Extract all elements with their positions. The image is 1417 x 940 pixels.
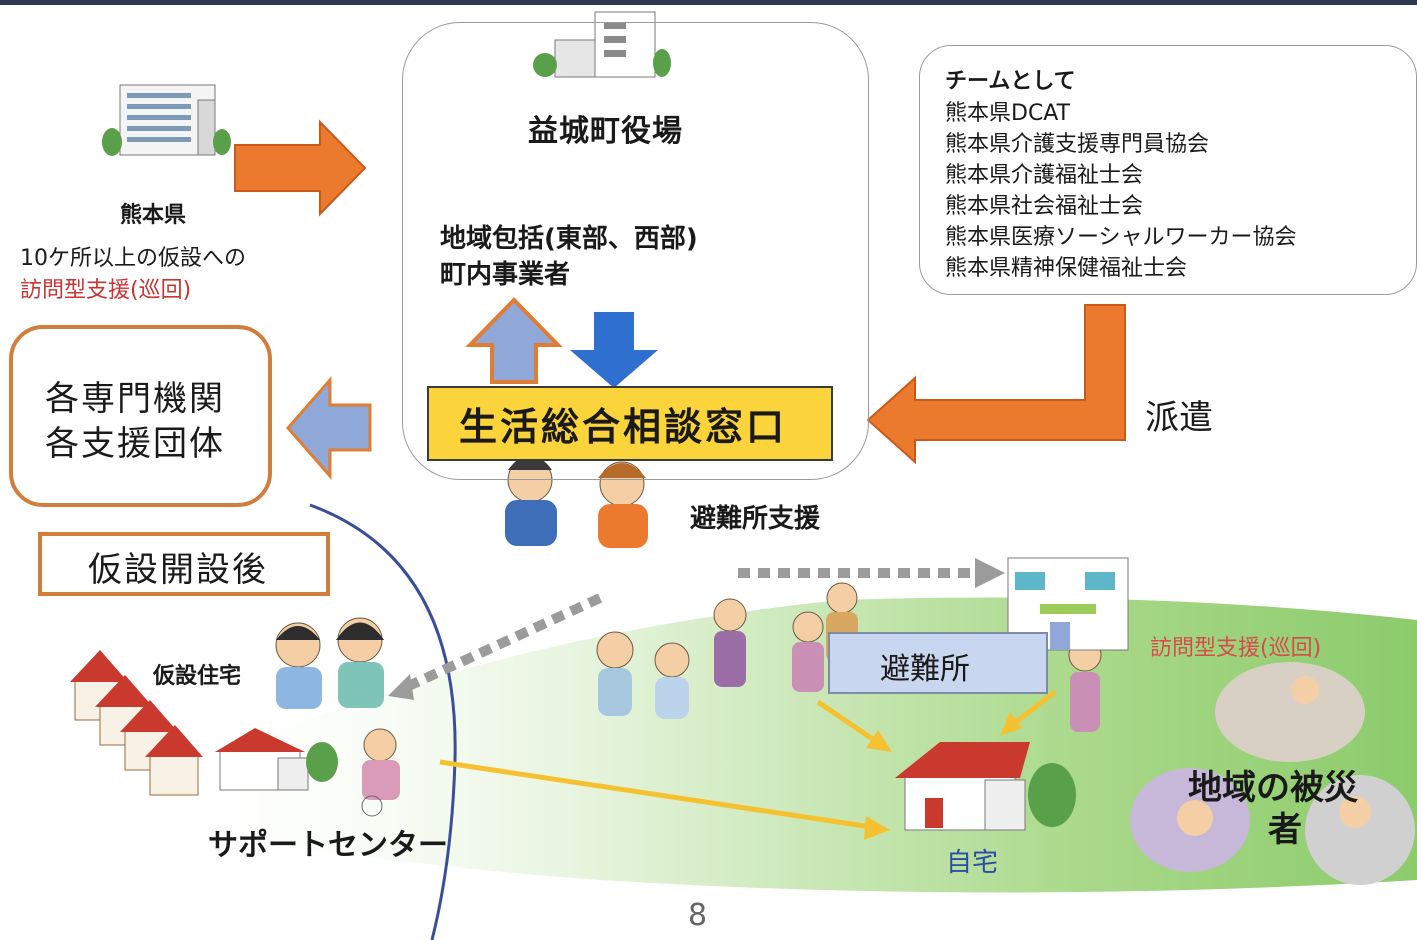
community-center-label: 地域包括(東部、西部) xyxy=(440,224,698,254)
page-number: 8 xyxy=(688,898,708,933)
orange-arrow-pref-to-town xyxy=(234,119,367,217)
left-arrow-to-orgs xyxy=(286,376,372,480)
visit-support-label: 訪問型支援(巡回) xyxy=(1150,636,1322,661)
shelter-box xyxy=(828,632,1048,694)
disaster-victims-label: 地域の被災 xyxy=(1188,768,1358,808)
up-arrow xyxy=(465,297,563,384)
organizations-line1: 各専門機関 xyxy=(45,379,225,419)
shelter-support-label: 避難所支援 xyxy=(690,504,821,534)
team-title: チームとして xyxy=(945,69,1076,94)
team-member: 熊本県DCAT xyxy=(945,101,1071,126)
home-label: 自宅 xyxy=(946,848,999,878)
consultation-window-box xyxy=(427,386,833,461)
town-hall-label: 益城町役場 xyxy=(528,114,683,149)
home-house-icon xyxy=(895,742,1076,831)
staff-figure-icon xyxy=(505,455,648,548)
team-member: 熊本県医療ソーシャルワーカー協会 xyxy=(945,225,1297,250)
prefecture-visit-support: 訪問型支援(巡回) xyxy=(20,278,192,303)
team-member: 熊本県精神保健福祉士会 xyxy=(945,256,1188,281)
down-arrow xyxy=(570,312,658,388)
dashed-arrow-to-support-staff xyxy=(388,593,603,700)
support-staff-icon xyxy=(275,617,384,709)
prefecture-name: 熊本県 xyxy=(120,203,187,228)
top-bar xyxy=(0,0,1417,5)
orange-dispatch-arrow xyxy=(866,304,1126,465)
prefecture-description: 10ケ所以上の仮設への xyxy=(20,246,246,271)
team-member: 熊本県介護支援専門員協会 xyxy=(945,132,1210,157)
support-center-boundary-curve xyxy=(309,503,457,940)
team-member: 熊本県介護福祉士会 xyxy=(945,163,1144,188)
yellow-arrow-support-to-home xyxy=(439,759,890,840)
dispatch-label: 派遣 xyxy=(1145,398,1213,438)
organizations-box xyxy=(9,325,272,507)
organizations-line2: 各支援団体 xyxy=(45,424,225,464)
yellow-arrow-shelter-to-home xyxy=(816,690,1057,752)
after-temp-housing-box xyxy=(38,532,330,596)
temp-housing-label: 仮設住宅 xyxy=(153,664,242,689)
consultation-window-label: 生活総合相談窓口 xyxy=(459,405,788,449)
team-member: 熊本県社会福祉士会 xyxy=(945,194,1144,219)
disaster-victims-label-2: 者 xyxy=(1268,810,1302,850)
evacuee-people-icon xyxy=(596,582,1102,732)
support-center-building-icon xyxy=(215,728,338,791)
town-hall-box xyxy=(402,22,869,480)
temporary-housing-icon xyxy=(70,650,203,796)
support-center-label: サポートセンター xyxy=(208,828,448,863)
disaster-scene-icon xyxy=(1130,662,1415,885)
prefecture-building-icon xyxy=(102,84,231,156)
shelter-label: 避難所 xyxy=(880,652,970,687)
elderly-wheelchair-icon xyxy=(361,728,400,817)
ground-area xyxy=(140,597,1417,893)
after-temp-housing-label: 仮設開設後 xyxy=(88,550,268,590)
dashed-arrow-to-shelter xyxy=(738,558,1005,588)
local-business-label: 町内事業者 xyxy=(440,260,571,290)
